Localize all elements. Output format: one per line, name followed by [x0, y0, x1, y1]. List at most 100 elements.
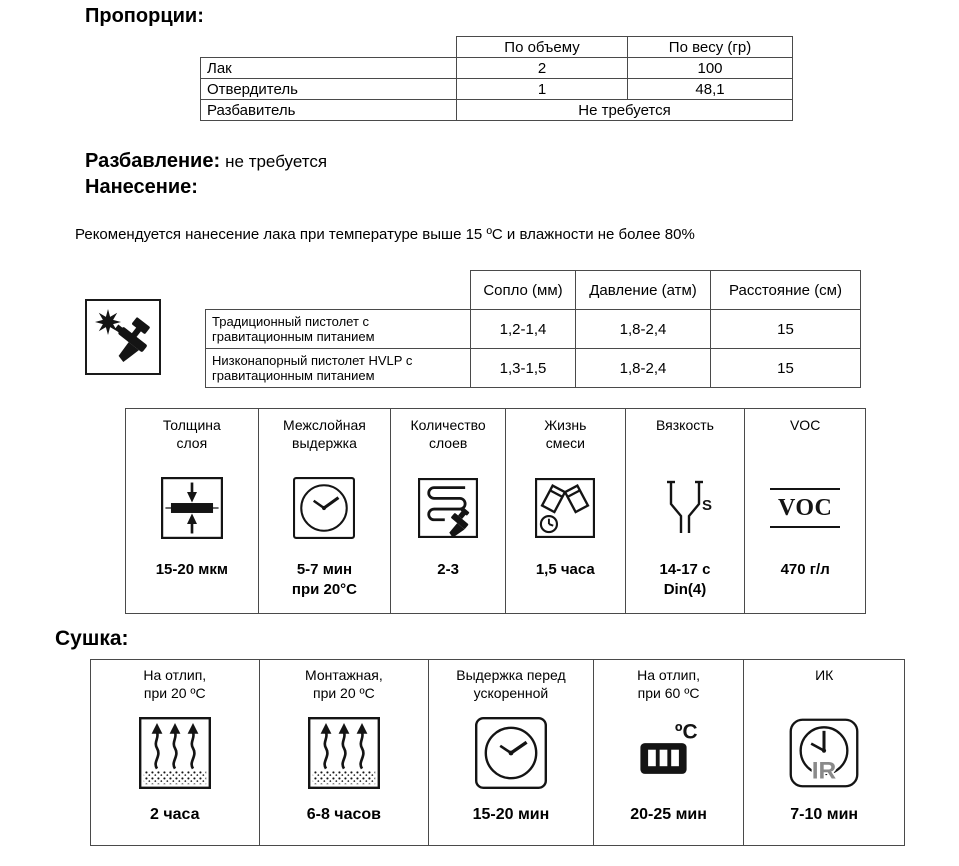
param-icon-wrap	[307, 704, 380, 802]
pot-life-icon	[535, 477, 596, 538]
param-label: Выдержка перед ускоренной	[456, 667, 566, 701]
param-label: VOC	[789, 417, 821, 433]
layer-thickness-icon	[160, 476, 223, 539]
col-header-by-volume: По объему	[456, 36, 628, 58]
ir-letters: IR	[812, 758, 837, 785]
table-row: Лак 2 100	[200, 57, 793, 79]
spray-gun-box	[85, 299, 161, 375]
param-value: 5-7 мин при 20°C	[291, 561, 358, 599]
cell-value: 1,2-1,4	[470, 309, 576, 349]
cell-value: 100	[627, 57, 793, 79]
param-icon-wrap	[418, 459, 479, 556]
drying-infrared: ИК IR 7-10 мин	[743, 660, 904, 845]
ir-clock-icon: IR	[789, 718, 859, 788]
param-label: На отлип, при 20 ºС	[143, 667, 207, 701]
param-coats-count: Количество слоев 2-3	[390, 409, 505, 613]
param-icon-wrap: IR	[789, 704, 859, 802]
cell-value: 1,3-1,5	[470, 348, 576, 388]
param-icon-wrap	[138, 704, 211, 802]
voc-icon-text: VOC	[777, 494, 833, 521]
row-label: Традиционный пистолет с гравитационным п…	[205, 309, 471, 349]
application-heading: Нанесение:	[85, 176, 198, 198]
col-header-pressure: Давление (атм)	[575, 270, 711, 310]
table-header-row: По объему По весу (гр)	[201, 36, 793, 58]
cell-value: 1,8-2,4	[575, 348, 711, 388]
param-value: 14-17 с Din(4)	[659, 561, 711, 599]
param-label: Толщина слоя	[162, 417, 221, 451]
viscosity-cup-icon: S	[666, 480, 712, 533]
table-row: Низконапорный пистолет HVLP с гравитацио…	[205, 348, 861, 388]
table-row: Традиционный пистолет с гравитационным п…	[205, 309, 861, 349]
drying-assembly-20: Монтажная, при 20 ºС	[258, 660, 429, 845]
param-value: 7-10 мин	[790, 806, 859, 823]
application-note: Рекомендуется нанесение лака при темпера…	[75, 226, 695, 243]
param-label: Вязкость	[655, 417, 714, 433]
col-header-by-weight: По весу (гр)	[627, 36, 793, 58]
table-header-row: Сопло (мм) Давление (атм) Расстояние (см…	[206, 270, 861, 310]
drying-heading: Сушка:	[55, 627, 129, 650]
param-icon-wrap: VOC	[769, 459, 841, 556]
spray-gun-icon	[95, 309, 150, 363]
voc-icon: VOC	[769, 487, 841, 528]
cell-value: Не требуется	[456, 99, 793, 121]
param-value: 2-3	[437, 561, 459, 578]
clock-icon	[293, 476, 356, 539]
row-label: Отвердитель	[200, 78, 457, 100]
application-params-table: Толщина слоя 15-20 мкм Межслойная выдерж…	[125, 408, 866, 614]
cell-value: 48,1	[627, 78, 793, 100]
param-label: Монтажная, при 20 ºС	[305, 667, 383, 701]
param-label: На отлип, при 60 ºС	[637, 667, 700, 701]
param-value: 15-20 мкм	[155, 561, 228, 578]
col-header-distance: Расстояние (см)	[710, 270, 861, 310]
drying-params-table: На отлип, при 20 ºС	[90, 659, 905, 846]
param-value: 2 часа	[150, 806, 200, 823]
cell-value: 1,8-2,4	[575, 309, 711, 349]
proportions-heading: Пропорции:	[85, 5, 204, 27]
spray-gun-table: Сопло (мм) Давление (атм) Расстояние (см…	[205, 270, 861, 388]
evaporation-arrows-icon	[307, 717, 380, 789]
cell-value: 1	[456, 78, 628, 100]
param-value: 20-25 мин	[630, 806, 707, 823]
thinning-value: не требуется	[225, 152, 328, 171]
param-pot-life: Жизнь смеси	[504, 409, 625, 613]
drying-tack-free-20: На отлип, при 20 ºС	[91, 660, 259, 845]
row-label: Разбавитель	[200, 99, 457, 121]
empty-corner-cell	[206, 271, 471, 310]
cell-value: 2	[456, 57, 628, 79]
empty-corner-cell	[201, 37, 457, 58]
row-label: Низконапорный пистолет HVLP с гравитацио…	[205, 348, 471, 388]
param-label: Межслойная выдержка	[283, 417, 366, 451]
proportions-table: По объему По весу (гр) Лак 2 100 Отверди…	[200, 36, 793, 121]
param-icon-wrap	[293, 459, 356, 556]
thinning-label: Разбавление:	[85, 150, 221, 172]
thinning-line: Разбавление:не требуется	[85, 150, 327, 173]
param-value: 470 г/л	[780, 561, 830, 578]
viscosity-seconds-letter: S	[702, 497, 712, 514]
param-viscosity: Вязкость S 14-17 с Din(4)	[624, 409, 745, 613]
cell-value: 15	[710, 309, 861, 349]
spray-passes-icon	[418, 477, 479, 538]
table-row: Отвердитель 1 48,1	[200, 78, 793, 100]
oven-icon: ºC	[639, 721, 697, 774]
param-label: ИК	[815, 667, 834, 683]
param-icon-wrap: ºC	[636, 704, 702, 802]
param-value: 15-20 мин	[472, 806, 550, 823]
col-header-nozzle: Сопло (мм)	[470, 270, 576, 310]
param-icon-wrap	[160, 459, 223, 556]
param-icon-wrap	[474, 704, 547, 802]
param-value: 6-8 часов	[306, 806, 381, 823]
param-voc: VOC VOC 470 г/л	[744, 409, 865, 613]
clock-icon	[474, 717, 547, 789]
param-icon-wrap	[535, 459, 596, 556]
row-label: Лак	[200, 57, 457, 79]
param-layer-thickness: Толщина слоя 15-20 мкм	[126, 409, 258, 613]
table-row: Разбавитель Не требуется	[200, 99, 793, 121]
param-label: Количество слоев	[410, 417, 486, 451]
evaporation-arrows-icon	[138, 717, 211, 789]
drying-wait-before-forced: Выдержка перед ускоренной 15-20 мин	[428, 660, 593, 845]
param-value: 1,5 часа	[535, 561, 595, 578]
param-label: Жизнь смеси	[544, 417, 587, 451]
oven-degrees-text: ºC	[674, 721, 697, 744]
drying-tack-free-60: На отлип, при 60 ºС ºC 20-25 мин	[592, 660, 744, 845]
